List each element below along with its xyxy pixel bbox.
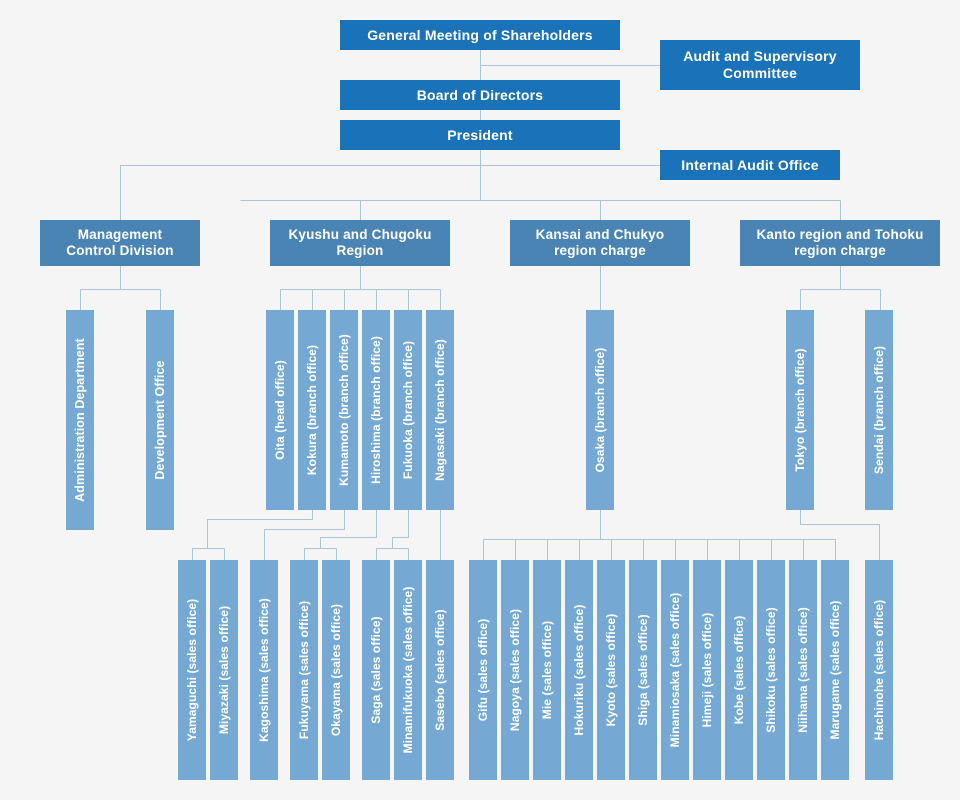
shareholders-box: General Meeting of Shareholders (340, 20, 620, 50)
internal-audit-box: Internal Audit Office (660, 150, 840, 180)
kyushu-bus (280, 265, 441, 310)
branch-oita-box: Oita (head office) (266, 310, 294, 510)
division-bus (120, 165, 841, 220)
sales-gifu-box: Gifu (sales office) (469, 560, 497, 780)
sales-mie-box: Mie (sales office) (533, 560, 561, 780)
branch-hiroshima-box: Hiroshima (branch office) (362, 310, 390, 510)
sales-minamiosaka-label: Minamiosaka (sales office) (668, 592, 682, 748)
sales-hachinohe-box: Hachinohe (sales office) (865, 560, 893, 780)
administration-department-label: Administration Department (73, 338, 87, 502)
branch-kokura-box: Kokura (branch office) (298, 310, 326, 510)
sales-sasebo-box: Sasebo (sales office) (426, 560, 454, 780)
sales-shiga-box: Shiga (sales office) (629, 560, 657, 780)
sales-miyazaki-box: Miyazaki (sales office) (210, 560, 238, 780)
branch-sendai-box: Sendai (branch office) (865, 310, 893, 510)
audit-committee-label: Audit and Supervisory Committee (683, 48, 837, 81)
sales-saga-box: Saga (sales office) (362, 560, 390, 780)
development-office-label: Development Office (153, 360, 167, 480)
kanto-division-label: Kanto region and Tohoku region charge (756, 227, 924, 258)
branch-tokyo-label: Tokyo (branch office) (793, 348, 807, 472)
sales-sasebo-label: Sasebo (sales office) (433, 609, 447, 731)
branch-kumamoto-box: Kumamoto (branch office) (330, 310, 358, 510)
branch-sendai-label: Sendai (branch office) (872, 345, 886, 475)
management-bus (80, 265, 161, 310)
sales-minamifukuoka-label: Minamifukuoka (sales office) (401, 586, 415, 754)
sales-kagoshima-label: Kagoshima (sales office) (257, 598, 271, 742)
sales-marugame-label: Marugame (sales office) (828, 600, 842, 740)
shareholders-label: General Meeting of Shareholders (367, 26, 593, 43)
kokura-sales-line (192, 510, 313, 560)
sales-hachinohe-label: Hachinohe (sales office) (872, 599, 886, 741)
board-box: Board of Directors (340, 80, 620, 110)
sales-nagoya-box: Nagoya (sales office) (501, 560, 529, 780)
sales-shikoku-label: Shikoku (sales office) (764, 607, 778, 733)
sales-shikoku-box: Shikoku (sales office) (757, 560, 785, 780)
branch-nagasaki-label: Nagasaki (branch office) (433, 339, 447, 481)
sales-shiga-label: Shiga (sales office) (636, 614, 650, 726)
osaka-sales-bus (483, 510, 836, 560)
sales-saga-label: Saga (sales office) (369, 616, 383, 724)
fukuoka-sales-line (376, 510, 409, 560)
kyushu-division-box: Kyushu and Chugoku Region (270, 220, 450, 266)
development-office-box: Development Office (146, 310, 174, 530)
branch-oita-label: Oita (head office) (273, 360, 287, 460)
sales-kobe-label: Kobe (sales office) (732, 615, 746, 725)
sales-hokuriku-box: Hokuriku (sales office) (565, 560, 593, 780)
branch-hiroshima-label: Hiroshima (branch office) (369, 336, 383, 484)
kansai-division-label: Kansai and Chukyo region charge (535, 227, 665, 258)
sales-gifu-label: Gifu (sales office) (476, 618, 490, 722)
kanto-bus (800, 265, 881, 310)
management-division-label: Management Control Division (66, 227, 174, 258)
kanto-division-box: Kanto region and Tohoku region charge (740, 220, 940, 266)
sales-fukuyama-label: Fukuyama (sales office) (297, 600, 311, 740)
sales-kyoto-box: Kyoto (sales office) (597, 560, 625, 780)
sales-niihama-label: Niihama (sales office) (796, 607, 810, 733)
branch-kokura-label: Kokura (branch office) (305, 344, 319, 476)
sales-miyazaki-label: Miyazaki (sales office) (217, 605, 231, 735)
sales-himeji-box: Himeji (sales office) (693, 560, 721, 780)
sales-kobe-box: Kobe (sales office) (725, 560, 753, 780)
board-label: Board of Directors (416, 86, 544, 103)
sales-niihama-box: Niihama (sales office) (789, 560, 817, 780)
branch-osaka-label: Osaka (branch office) (593, 347, 607, 473)
sales-kyoto-label: Kyoto (sales office) (604, 613, 618, 727)
sales-minamiosaka-box: Minamiosaka (sales office) (661, 560, 689, 780)
internal-audit-label: Internal Audit Office (681, 156, 819, 173)
tokyo-sales-line (800, 510, 880, 560)
kansai-division-box: Kansai and Chukyo region charge (510, 220, 690, 266)
branch-osaka-box: Osaka (branch office) (586, 310, 614, 510)
president-label: President (447, 126, 513, 143)
president-box: President (340, 120, 620, 150)
sales-himeji-label: Himeji (sales office) (700, 612, 714, 728)
management-division-box: Management Control Division (40, 220, 200, 266)
administration-department-box: Administration Department (66, 310, 94, 530)
sales-mie-label: Mie (sales office) (540, 620, 554, 720)
hiroshima-sales-line (304, 510, 377, 560)
branch-kumamoto-label: Kumamoto (branch office) (337, 334, 351, 486)
sales-okayama-label: Okayama (sales office) (329, 603, 343, 737)
sales-okayama-box: Okayama (sales office) (322, 560, 350, 780)
sales-nagoya-label: Nagoya (sales office) (508, 608, 522, 732)
sales-yamaguchi-label: Yamaguchi (sales office) (185, 598, 199, 742)
branch-nagasaki-box: Nagasaki (branch office) (426, 310, 454, 510)
audit-committee-box: Audit and Supervisory Committee (660, 40, 860, 90)
sales-minamifukuoka-box: Minamifukuoka (sales office) (394, 560, 422, 780)
sales-hokuriku-label: Hokuriku (sales office) (572, 604, 586, 736)
sales-marugame-box: Marugame (sales office) (821, 560, 849, 780)
branch-fukuoka-box: Fukuoka (branch office) (394, 310, 422, 510)
sales-yamaguchi-box: Yamaguchi (sales office) (178, 560, 206, 780)
sales-kagoshima-box: Kagoshima (sales office) (250, 560, 278, 780)
kumamoto-sales-line (264, 510, 345, 560)
kyushu-division-label: Kyushu and Chugoku Region (288, 227, 432, 258)
sales-fukuyama-box: Fukuyama (sales office) (290, 560, 318, 780)
branch-tokyo-box: Tokyo (branch office) (786, 310, 814, 510)
branch-fukuoka-label: Fukuoka (branch office) (401, 340, 415, 480)
